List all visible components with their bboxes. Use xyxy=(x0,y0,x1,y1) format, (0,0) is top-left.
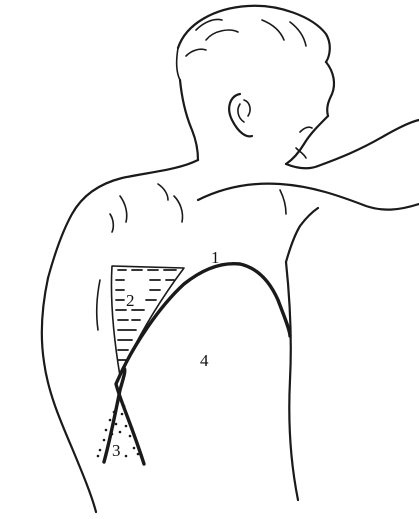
label-1: 1 xyxy=(211,248,220,267)
head-drawing xyxy=(177,6,334,168)
label-2: 2 xyxy=(126,291,135,310)
label-3: 3 xyxy=(112,441,121,460)
label-4: 4 xyxy=(200,351,209,370)
zone-2-hatching xyxy=(111,266,184,376)
body-outline xyxy=(42,120,419,512)
